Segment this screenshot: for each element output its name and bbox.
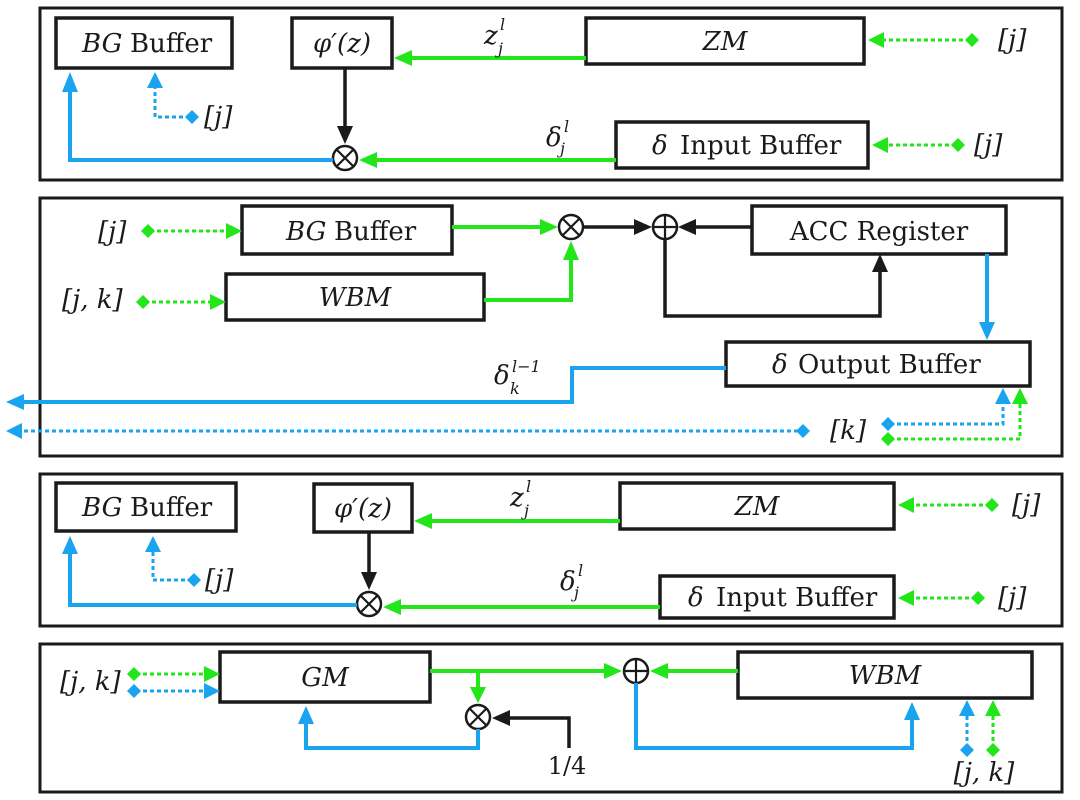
p2-delta-out-sup: l−1 xyxy=(512,357,541,376)
p1-delta-arrowhead xyxy=(359,152,377,168)
p1-zm-label: ZM xyxy=(702,27,749,57)
p3-delta-sup: l xyxy=(578,561,583,580)
p3-zm-index-label: [j] xyxy=(1012,490,1041,520)
p3-delta-sub: j xyxy=(571,583,579,602)
p2-acc-label: ACC Register xyxy=(789,217,969,247)
p4-gm-label: GM xyxy=(301,663,350,693)
p1-input-buffer-label: Input Buffer xyxy=(680,131,842,161)
p1-zm-block xyxy=(584,16,866,66)
panel-2 xyxy=(38,196,1064,458)
p3-phi-block xyxy=(312,482,414,534)
p3-delta-symbol: δ xyxy=(688,583,704,613)
p2-wbm-block xyxy=(224,272,486,322)
p1-zm-index-label: [j] xyxy=(998,25,1027,55)
p3-bg-label: BG xyxy=(81,493,122,523)
p2-delta-out-label: δ xyxy=(494,361,510,391)
p1-bg-index-wire xyxy=(153,88,190,119)
p2-k-index-label: [k] xyxy=(830,416,867,446)
p1-bg-buffer xyxy=(54,16,234,70)
p3-buffer-label: Buffer xyxy=(130,493,213,523)
p2-buffer-label: Buffer xyxy=(334,217,417,247)
p3-z-label: z xyxy=(509,483,524,513)
p2-delta-out-wire xyxy=(22,366,726,404)
p1-delta-label: δ xyxy=(546,123,562,153)
p2-delta-out-sub: k xyxy=(510,379,520,398)
p4-gm-index-label: [j, k] xyxy=(60,667,121,697)
p2-bg-label: BG xyxy=(285,217,326,247)
p1-z-sup: l xyxy=(500,15,505,34)
p1-result-wire xyxy=(68,92,333,162)
p4-gm-block xyxy=(218,650,432,704)
p2-accumulate-loop xyxy=(663,239,882,318)
p3-bg-index-label: [j] xyxy=(205,565,234,595)
p4-quarter-label: 1/4 xyxy=(548,752,587,780)
p4-wbm-block xyxy=(736,650,1034,700)
p3-result-wire xyxy=(68,554,357,607)
p1-delta-symbol: δ xyxy=(652,131,668,161)
p2-acc-register xyxy=(750,204,1008,256)
p1-phi-block xyxy=(290,16,394,70)
p1-z-sub: j xyxy=(495,39,503,58)
p3-input-buffer-label: Input Buffer xyxy=(716,583,878,613)
p2-delta-output-buffer xyxy=(724,340,1032,388)
p3-phi-label: φ′(z) xyxy=(334,494,392,524)
p2-wbm-label: WBM xyxy=(319,283,393,313)
p3-bg-buffer xyxy=(54,481,238,533)
p1-z-arrowhead xyxy=(394,50,412,66)
p1-bg-index-label: [j] xyxy=(204,102,233,132)
p2-wbm-wire xyxy=(484,260,573,302)
p3-delta-index-label: [j] xyxy=(998,583,1027,613)
p3-delta-label: δ xyxy=(560,567,576,597)
p2-k-index-blue-wire xyxy=(890,404,1005,426)
p1-delta-sub: j xyxy=(557,139,565,158)
p4-quarter-wire xyxy=(510,716,571,748)
p2-output-buffer-label: Output Buffer xyxy=(798,350,981,380)
p1-buffer-label: Buffer xyxy=(130,29,213,59)
p1-bg-label: BG xyxy=(81,29,122,59)
p1-delta-sup: l xyxy=(564,117,569,136)
p3-z-sup: l xyxy=(526,477,531,496)
p2-bg-index-label: [j] xyxy=(98,217,127,247)
p4-wbm-label: WBM xyxy=(849,661,923,691)
p1-delta-index-label: [j] xyxy=(974,130,1003,160)
p3-delta-input-buffer xyxy=(658,574,896,620)
p1-phi-arrowhead xyxy=(337,126,353,144)
p3-zm-label: ZM xyxy=(734,492,781,522)
p4-wbm-index-label: [j, k] xyxy=(954,758,1015,788)
p1-delta-input-buffer xyxy=(614,120,870,170)
p1-z-label: z xyxy=(483,21,498,51)
p2-wbm-index-label: [j, k] xyxy=(62,285,123,315)
p2-k-index-green-wire xyxy=(890,404,1022,441)
p1-phi-label: φ′(z) xyxy=(313,29,371,59)
p4-add-wbm-wire xyxy=(634,683,914,750)
p3-bg-index-wire xyxy=(151,552,192,582)
p2-delta-symbol: δ xyxy=(772,350,788,380)
p3-zm-block xyxy=(618,481,896,531)
p3-z-sub: j xyxy=(521,501,529,520)
p1-result-arrowhead xyxy=(62,72,78,92)
p2-bg-buffer xyxy=(240,204,454,256)
p4-mul-gm-wire xyxy=(304,724,480,750)
